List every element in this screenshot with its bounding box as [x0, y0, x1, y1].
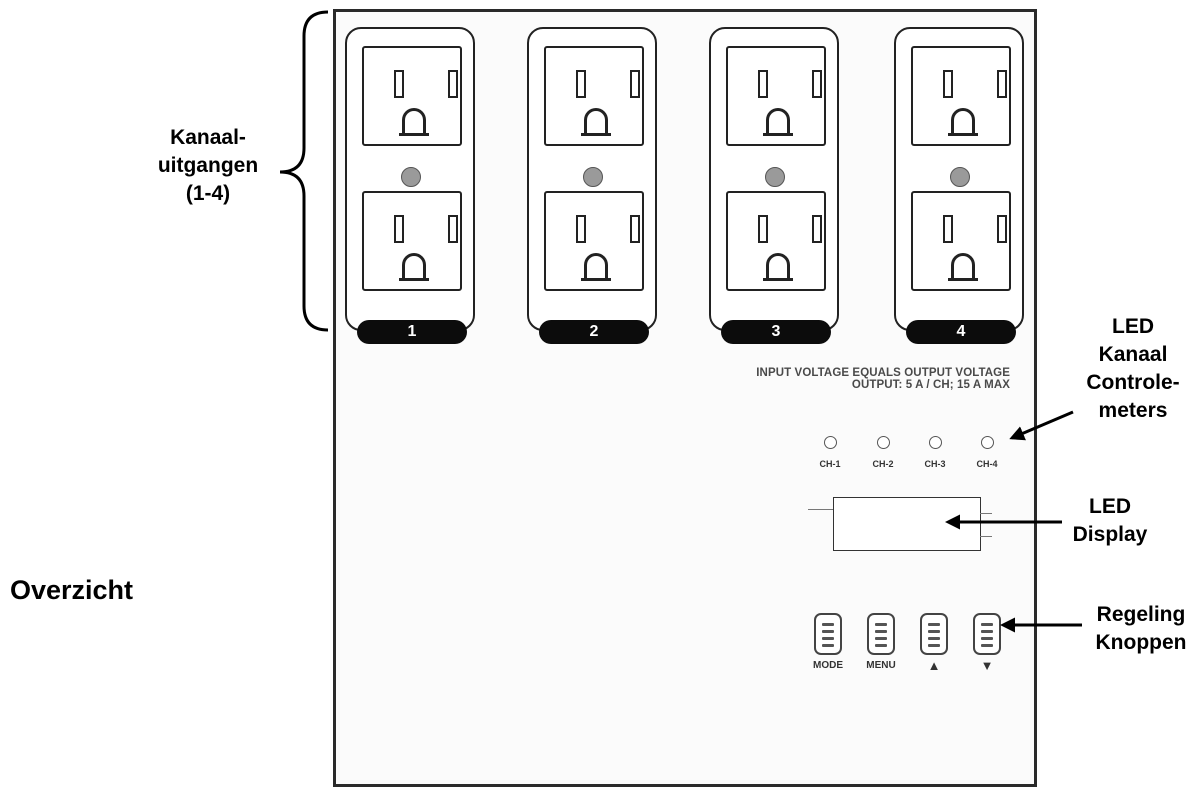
mode-button-label: MODE [813, 660, 843, 671]
outlet-module-4: 4 [894, 27, 1024, 344]
spec-text: INPUT VOLTAGE EQUALS OUTPUT VOLTAGE OUTP… [590, 367, 1010, 391]
channel-led-4 [981, 436, 994, 449]
annotation-led-display: LED Display [1060, 493, 1160, 549]
channel-led-label: CH-4 [976, 459, 998, 469]
socket-upper [726, 46, 826, 146]
annotation-line: meters [1098, 399, 1168, 422]
up-button-label: ▲ [927, 658, 941, 673]
channel-led-1 [824, 436, 837, 449]
down-button[interactable] [973, 613, 1001, 655]
display-tick [980, 513, 992, 514]
channel-number-label: 3 [721, 320, 831, 344]
socket-lower [911, 191, 1011, 291]
annotation-control-buttons: Regeling Knoppen [1085, 601, 1197, 657]
channel-number-label: 2 [539, 320, 649, 344]
annotation-line: Kanaal [1098, 343, 1168, 366]
up-button[interactable] [920, 613, 948, 655]
outlet-module-1: 1 [345, 27, 475, 344]
channel-number-label: 1 [357, 320, 467, 344]
annotation-line: LED [1089, 495, 1131, 518]
channel-led-label: CH-1 [819, 459, 841, 469]
indicator-light [950, 167, 970, 187]
indicator-light [401, 167, 421, 187]
annotation-line: uitgangen [157, 154, 259, 177]
annotation-line: Kanaal- [170, 126, 246, 149]
annotation-line: (1-4) [185, 182, 231, 205]
annotation-line: Knoppen [1095, 631, 1187, 654]
display-tick [808, 509, 833, 510]
outlet-module-2: 2 [527, 27, 657, 344]
annotation-channel-outputs: Kanaal- uitgangen (1-4) [148, 124, 268, 208]
menu-button[interactable] [867, 613, 895, 655]
socket-lower [544, 191, 644, 291]
channel-led-2 [877, 436, 890, 449]
menu-button-label: MENU [866, 660, 896, 671]
page-title: Overzicht [10, 575, 134, 605]
display-tick [980, 536, 992, 537]
socket-upper [544, 46, 644, 146]
indicator-light [765, 167, 785, 187]
socket-lower [362, 191, 462, 291]
down-button-label: ▼ [980, 658, 994, 673]
annotation-line: LED [1112, 315, 1154, 338]
socket-upper [911, 46, 1011, 146]
indicator-light [583, 167, 603, 187]
annotation-line: Regeling [1096, 603, 1186, 626]
outlet-module-3: 3 [709, 27, 839, 344]
socket-upper [362, 46, 462, 146]
spec-line-2: OUTPUT: 5 A / CH; 15 A MAX [851, 379, 1010, 391]
channel-led-3 [929, 436, 942, 449]
annotation-line: Controle- [1086, 371, 1180, 394]
annotation-line: Display [1072, 523, 1148, 546]
channel-led-label: CH-2 [872, 459, 894, 469]
channel-number-label: 4 [906, 320, 1016, 344]
brace-icon [279, 10, 329, 332]
mode-button[interactable] [814, 613, 842, 655]
socket-lower [726, 191, 826, 291]
device-panel: 1 2 3 4 INPUT VOLTAGE EQUALS OUTPUT VOLT… [333, 9, 1037, 787]
arrow-to-led-meters [1009, 410, 1074, 441]
spec-line-1: INPUT VOLTAGE EQUALS OUTPUT VOLTAGE [756, 367, 1010, 379]
annotation-led-meters: LED Kanaal Controle- meters [1078, 313, 1188, 425]
channel-led-label: CH-3 [924, 459, 946, 469]
